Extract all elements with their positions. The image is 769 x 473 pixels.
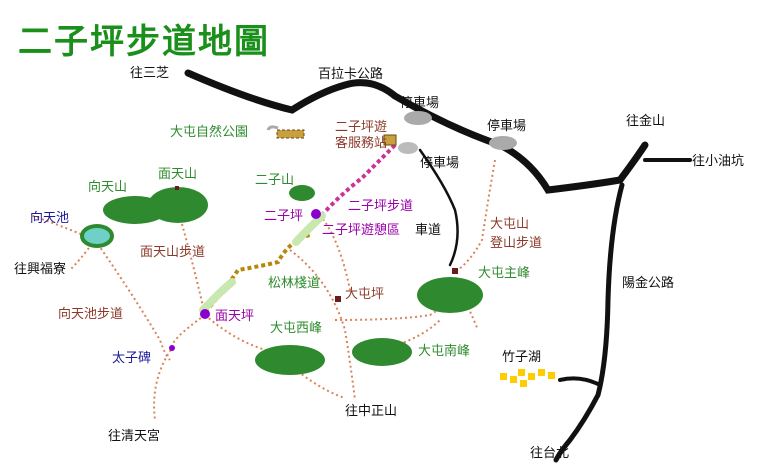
erziping-trail-line [320,143,397,217]
zhuzihu-field [538,369,545,376]
wang-xingfuliao-label: 往興福寮 [14,261,66,277]
miantianping-access-glow [199,278,236,314]
erziping-service-label-2: 客服務站 [335,135,387,151]
bailaka-road-line [184,69,649,194]
miantianshan-label: 面天山 [158,167,197,182]
xiangtianchi-trail-label: 向天池步道 [58,306,123,322]
xiangtianchi-lake [80,224,114,248]
datunshan-trail-line [454,159,496,273]
zhuzihu-label: 竹子湖 [502,350,541,365]
datunping-marker [335,296,341,302]
zhuzihu-field [518,369,525,376]
zhuzihu-field [548,372,555,379]
zhuzihu-field [528,373,535,380]
datun-main-peak-mountain [417,277,483,313]
wang-qingtiangong-label: 往清天宮 [108,428,160,444]
parking-2-label: 停車場 [487,118,526,134]
miantianshan-summit-marker [175,186,179,190]
map-title: 二子坪步道地圖 [18,22,270,62]
datunping-label: 大屯坪 [345,287,384,302]
parking-lots [266,111,517,154]
zhuzihu-field [500,373,507,380]
datunshan-trail-label-2: 登山步道 [490,236,542,251]
datun-south-peak-mountain [352,338,412,366]
datun-west-peak-label: 大屯西峰 [270,321,322,336]
wang-xiaoyoukeng-label: 往小油坑 [692,154,744,169]
datun-west-peak-mountain [255,345,325,375]
erziping-waypoint [311,209,321,219]
taizibei-waypoint [169,345,175,351]
zhuzihu-fields [500,369,555,387]
wang-taipei-label: 往台北 [530,446,569,461]
datunshan-trail-label-1: 大屯山 [490,217,529,232]
xiangtianshan-label: 向天山 [88,179,127,195]
yangjin-road-label: 陽金公路 [622,275,674,291]
datun-park-marker [266,125,279,131]
roads [184,69,692,463]
wang-sanzhi-label: 往三芝 [130,65,169,81]
miantianshan-mountain [148,187,208,223]
pine-boardwalk-line [203,233,311,314]
datunping-trail-line [289,249,356,401]
visitor-service-center-building [383,134,397,146]
erziping-east-trail [319,214,351,291]
erziping-access-glow [292,212,326,246]
miantianping-waypoint [200,309,210,319]
vehicle-road-label: 車道 [415,223,441,238]
xiangtianchi-south-trail [69,239,96,271]
yangjin-road-line [553,182,625,463]
wang-zhongzhengshan-label: 往中正山 [345,404,397,419]
erziping-trail-label: 二子坪步道 [348,199,413,214]
parking-lot-1 [404,111,432,125]
datun-nature-park-building [276,129,305,139]
datunping-east-trail [334,274,456,321]
taizibei-label: 太子碑 [112,350,151,366]
pine-boardwalk-label: 松林棧道 [268,275,320,291]
parking-lot-3 [398,142,418,154]
zhuzihu-field [510,376,517,383]
erziping-service-label-1: 二子坪遊 [335,120,387,135]
wang-jinshan-label: 往金山 [626,113,665,129]
map-labels: 往三芝 百拉卡公路 停車場 停車場 停車場 往金山 往小油坑 大屯自然公園 二子… [14,65,744,461]
miantianping-label: 面天坪 [215,309,254,324]
datun-nature-park-label: 大屯自然公園 [170,124,248,140]
xiangtianchi-label: 向天池 [30,210,69,226]
mountains [103,185,483,375]
datun-main-peak-summit-marker [452,268,458,274]
miantianshan-trail-label: 面天山步道 [140,245,205,260]
erziping-label: 二子坪 [264,209,303,224]
erziping-rest-area-label: 二子坪遊憩區 [322,222,400,238]
miantianping-west-trail [153,314,206,421]
parking-3-label: 停車場 [420,155,459,171]
parking-lot-2 [489,136,517,150]
erzishan-label: 二子山 [255,173,294,188]
datun-south-peak-label: 大屯南峰 [418,343,470,359]
vehicle-road-line [418,148,459,267]
zhuzihu-field [520,380,527,387]
erzishan-mountain [289,185,315,201]
zhuzihu-road-line [558,376,602,387]
bailaka-road-label: 百拉卡公路 [318,66,383,82]
parking-1-label: 停車場 [400,95,439,111]
datun-main-peak-label: 大屯主峰 [478,266,530,281]
